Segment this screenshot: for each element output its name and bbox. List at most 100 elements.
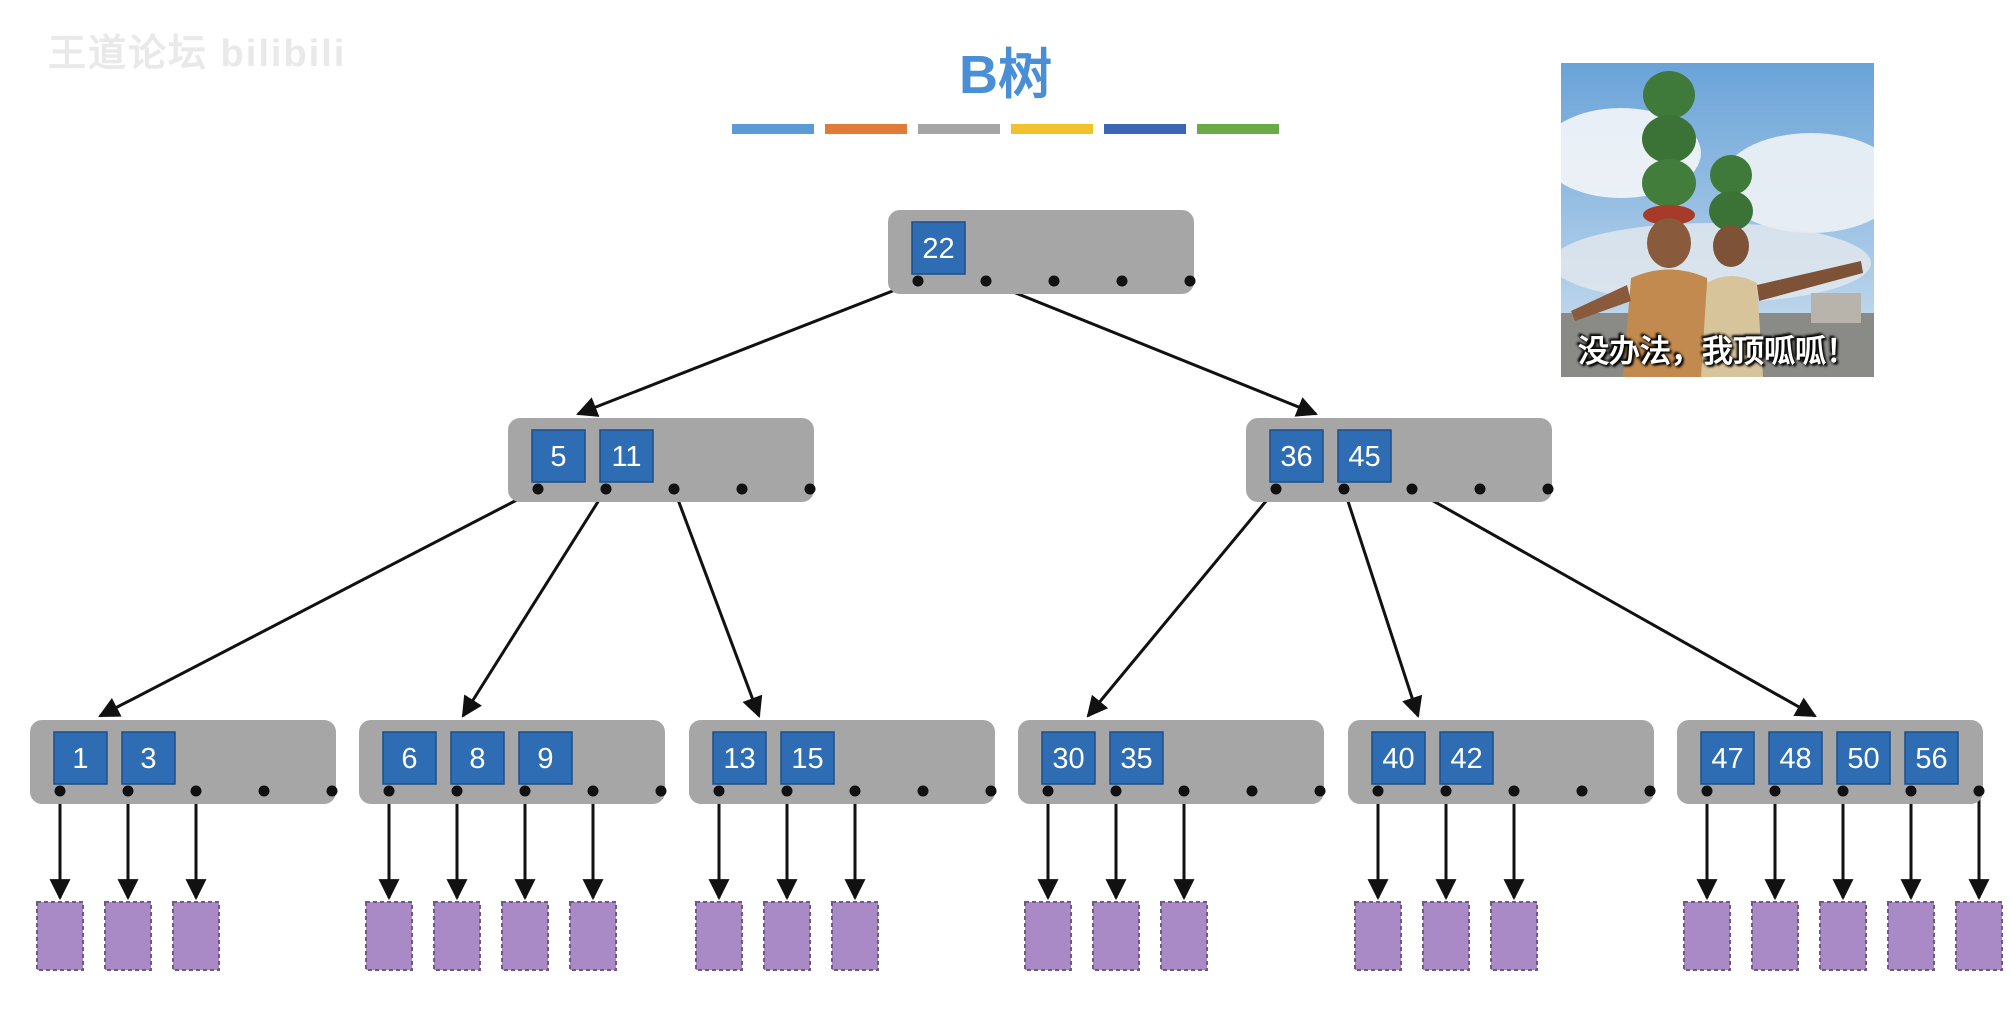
key-label: 9 [537,743,553,775]
pointer-dot [1270,483,1282,495]
key-label: 11 [611,441,641,473]
pointer-dot [1769,785,1781,797]
child-placeholder [1422,901,1470,971]
child-placeholder [1092,901,1140,971]
key-label: 1 [72,743,88,775]
key-box [1768,731,1823,785]
pointer-dot [1973,785,1985,797]
key-label: 30 [1052,743,1084,775]
key-label: 40 [1382,743,1414,775]
child-placeholder [1160,901,1208,971]
key-box [382,731,437,785]
pointer-dot [1837,785,1849,797]
pointer-dot [190,785,202,797]
key-label: 50 [1847,743,1879,775]
key-box [1371,731,1426,785]
key-label: 45 [1348,441,1380,473]
child-placeholder [36,901,84,971]
pointer-dot [736,483,748,495]
key-label: 13 [723,743,755,775]
child-placeholder [172,901,220,971]
key-box [1836,731,1891,785]
key-box [1904,731,1959,785]
pointer-dot [1184,275,1196,287]
tree-edge [672,488,763,718]
color-bar [732,124,1282,134]
tree-edge [1411,487,1817,718]
key-box [599,429,654,483]
pointer-dot [1110,785,1122,797]
pointer-dot [532,483,544,495]
pointer-dot [1048,275,1060,287]
page-title: B树 [959,45,1052,105]
key-label: 42 [1450,743,1482,775]
child-placeholder [1819,901,1867,971]
child-placeholder [1354,901,1402,971]
pointer-dot [849,785,861,797]
tree-node-n-5-11: 5 11 [508,418,816,502]
pointer-dot [1508,785,1520,797]
key-label: 6 [401,743,417,775]
pointer-dot [980,275,992,287]
pointer-dot [1474,483,1486,495]
pointer-dot [1542,483,1554,495]
pointer-dot [1372,785,1384,797]
pointer-dot [587,785,599,797]
pointer-dot [668,483,680,495]
pointer-dot [1338,483,1350,495]
pointer-dot [1314,785,1326,797]
key-label: 5 [550,441,566,473]
key-label: 15 [791,743,823,775]
child-placeholder [695,901,743,971]
tree-node-n-13-15: 13 15 [689,720,997,804]
pointer-dot [258,785,270,797]
pointer-dot [54,785,66,797]
key-label: 3 [140,743,156,775]
key-label: 8 [469,743,485,775]
child-placeholder [831,901,879,971]
pointer-dot [1116,275,1128,287]
meme-image: 没办法，我顶呱呱！ [1561,63,1874,377]
child-placeholder [501,901,549,971]
child-placeholder [1683,901,1731,971]
pointer-dot [1576,785,1588,797]
key-label: 35 [1120,743,1152,775]
key-box [780,731,835,785]
key-label: 56 [1915,743,1947,775]
color-bar-segment [732,124,814,134]
key-label: 36 [1280,441,1312,473]
watermark: 王道论坛 bilibili [48,33,347,75]
key-box [53,731,108,785]
key-box [712,731,767,785]
tree-edge [985,279,1318,417]
child-placeholder [1024,901,1072,971]
tree-edge [98,487,539,718]
pointer-dot [122,785,134,797]
child-placeholder [569,901,617,971]
tree-edge [1086,488,1278,718]
tree-node-n-30-35: 30 35 [1018,720,1326,804]
pointer-dot [804,483,816,495]
pointer-dot [451,785,463,797]
child-placeholder [1751,901,1799,971]
pointer-dot [326,785,338,797]
tree-edge [576,279,919,417]
pointer-dot [912,275,924,287]
key-box [1269,429,1324,483]
key-label: 22 [922,233,954,265]
pointer-dot [1042,785,1054,797]
key-box [911,221,966,275]
pointer-dot [1406,483,1418,495]
color-bar-segment [825,124,907,134]
key-box [1439,731,1494,785]
pointer-dot [1178,785,1190,797]
key-box [121,731,176,785]
meme-illustration [1561,63,1874,377]
key-label: 47 [1711,743,1743,775]
pointer-dot [1905,785,1917,797]
pointer-dot [917,785,929,797]
child-placeholder [104,901,152,971]
child-placeholder [1887,901,1935,971]
